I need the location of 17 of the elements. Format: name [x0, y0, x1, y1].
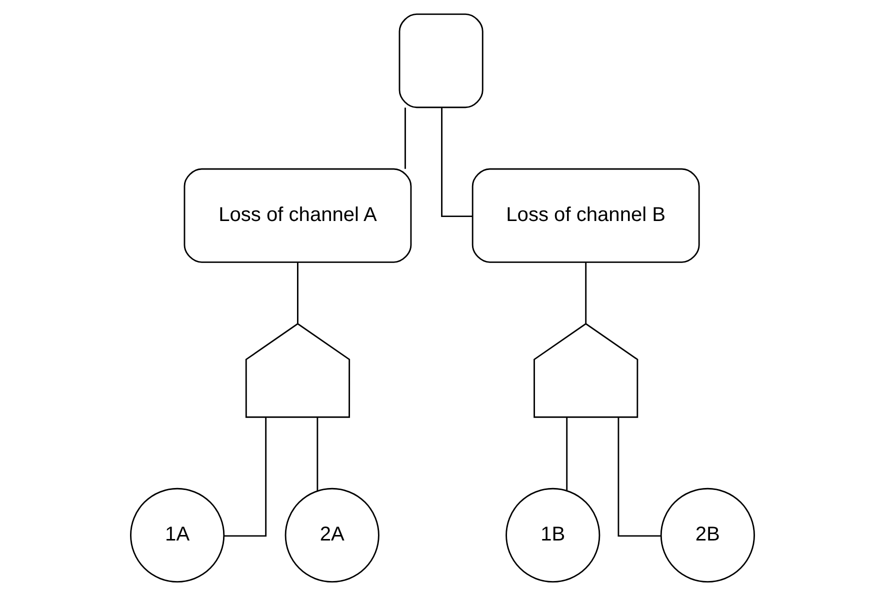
node-box: Loss of channel B: [472, 168, 700, 263]
connector: [297, 262, 298, 324]
connector: [441, 107, 472, 218]
node-circle: 1B: [506, 488, 600, 583]
connector: [618, 417, 661, 537]
connector: [585, 262, 587, 324]
node-or-gate: [534, 322, 638, 418]
connector: [404, 108, 406, 169]
node-box: Loss of channel A: [184, 168, 412, 263]
connector: [566, 417, 568, 491]
node-circle: 2B: [660, 488, 755, 583]
node-and-gate: [398, 13, 484, 108]
node-or-gate: [245, 322, 350, 418]
connector: [316, 417, 318, 491]
connector: [224, 417, 267, 537]
node-circle: 2A: [284, 488, 380, 583]
node-circle: 1A: [130, 488, 225, 583]
